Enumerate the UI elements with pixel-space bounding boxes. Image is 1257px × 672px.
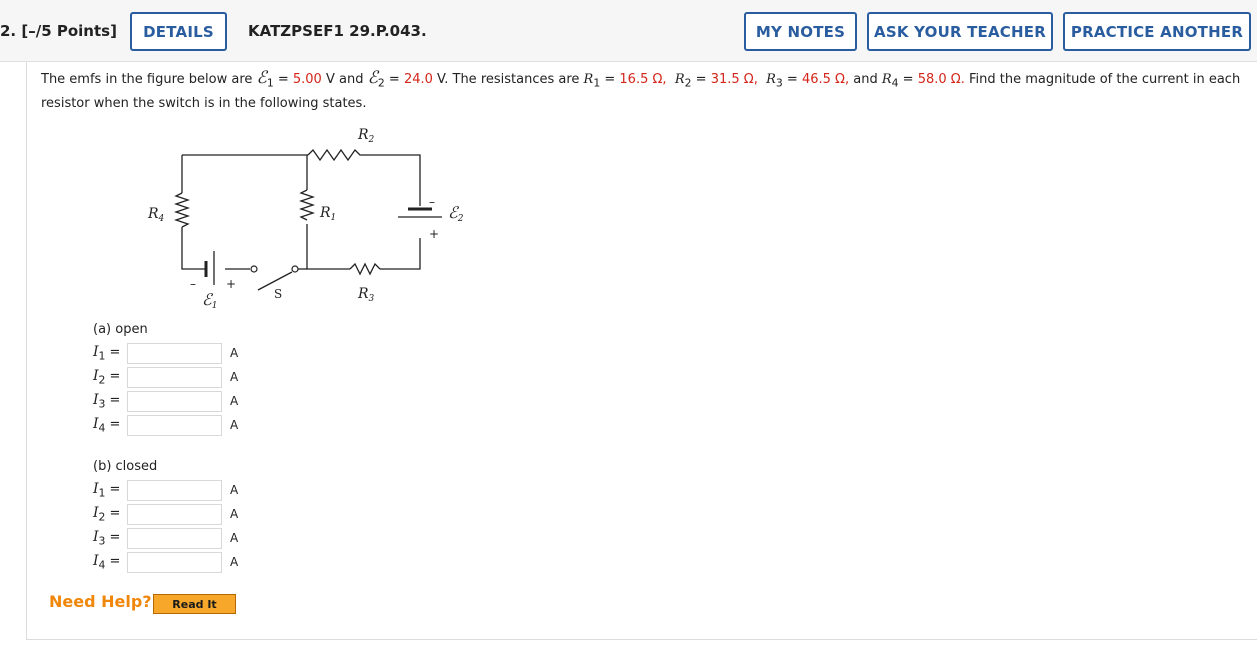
- r1-value: 16.5 Ω,: [619, 72, 667, 87]
- wire-bottom-right: [380, 238, 421, 270]
- r3-value: 46.5 Ω,: [801, 72, 850, 87]
- answer-input-b-i3[interactable]: [127, 527, 222, 549]
- unit-label: A: [230, 507, 239, 521]
- unit-label: A: [230, 394, 239, 408]
- label-r1: R1: [319, 205, 336, 223]
- answer-row-b-i4: I4 = A: [93, 551, 239, 573]
- unit-label: A: [230, 483, 239, 497]
- circuit-diagram: R2 R1 R3 R4 ℰ1 ℰ2 S + – + –: [147, 127, 464, 311]
- answer-row-a-i1: I1 = A: [93, 342, 239, 364]
- question-points: 2. [–/5 Points]: [0, 22, 117, 40]
- plus-e2: +: [429, 227, 439, 241]
- unit-label: A: [230, 555, 239, 569]
- r4-value: 58.0 Ω.: [917, 72, 965, 87]
- answer-input-a-i4[interactable]: [127, 414, 222, 436]
- switch-terminal-left: [250, 265, 258, 273]
- unit-label: A: [230, 346, 239, 360]
- resistor-r2: [307, 148, 380, 162]
- question-header: 2. [–/5 Points] DETAILS KATZPSEF1 29.P.0…: [0, 0, 1257, 62]
- label-r2: R2: [357, 127, 375, 145]
- minus-e1: –: [190, 277, 196, 291]
- r2-value: 31.5 Ω,: [710, 72, 758, 87]
- wire-left-lower: [181, 227, 205, 270]
- answer-row-a-i2: I2 = A: [93, 366, 239, 388]
- wire-top-right: [380, 154, 421, 206]
- question-panel: [26, 62, 1257, 640]
- label-r4: R4: [147, 206, 165, 224]
- answer-input-a-i3[interactable]: [127, 390, 222, 412]
- unit-label: A: [230, 370, 239, 384]
- resistor-r3: [349, 262, 381, 276]
- wire-middle-lower: [306, 224, 350, 270]
- label-e1: ℰ1: [202, 290, 217, 311]
- need-help-label: Need Help?: [49, 592, 152, 611]
- my-notes-button[interactable]: MY NOTES: [744, 12, 857, 51]
- switch-blade: [257, 271, 293, 291]
- plus-e1: +: [226, 277, 236, 291]
- answer-row-b-i2: I2 = A: [93, 503, 239, 525]
- answer-input-a-i2[interactable]: [127, 366, 222, 388]
- part-b-label: (b) closed: [93, 459, 158, 474]
- answer-row-b-i1: I1 = A: [93, 479, 239, 501]
- unit-label: A: [230, 531, 239, 545]
- problem-statement: The emfs in the figure below are ℰ1 = 5.…: [41, 68, 1241, 111]
- answer-row-a-i4: I4 = A: [93, 414, 239, 436]
- answer-row-b-i3: I3 = A: [93, 527, 239, 549]
- answer-input-b-i4[interactable]: [127, 551, 222, 573]
- switch-terminal-right: [291, 265, 299, 273]
- resistor-r4: [173, 192, 191, 228]
- label-e2: ℰ2: [448, 203, 464, 224]
- part-a-label: (a) open: [93, 322, 148, 337]
- label-switch: S: [274, 287, 282, 301]
- problem-code: KATZPSEF1 29.P.043.: [248, 22, 427, 40]
- answer-row-a-i3: I3 = A: [93, 390, 239, 412]
- emf2-symbol: ℰ: [367, 68, 378, 88]
- emf1-value: 5.00: [292, 72, 322, 87]
- details-button[interactable]: DETAILS: [130, 12, 227, 51]
- unit-label: A: [230, 418, 239, 432]
- answer-input-b-i1[interactable]: [127, 479, 222, 501]
- answer-input-b-i2[interactable]: [127, 503, 222, 525]
- ask-your-teacher-button[interactable]: ASK YOUR TEACHER: [867, 12, 1053, 51]
- practice-another-button[interactable]: PRACTICE ANOTHER: [1063, 12, 1251, 51]
- label-r3: R3: [357, 286, 375, 304]
- emf2-value: 24.0: [403, 72, 433, 87]
- minus-e2: –: [429, 195, 435, 209]
- emf1-symbol: ℰ: [256, 68, 267, 88]
- resistor-r1: [298, 189, 316, 221]
- answer-input-a-i1[interactable]: [127, 342, 222, 364]
- read-it-button[interactable]: Read It: [153, 594, 236, 614]
